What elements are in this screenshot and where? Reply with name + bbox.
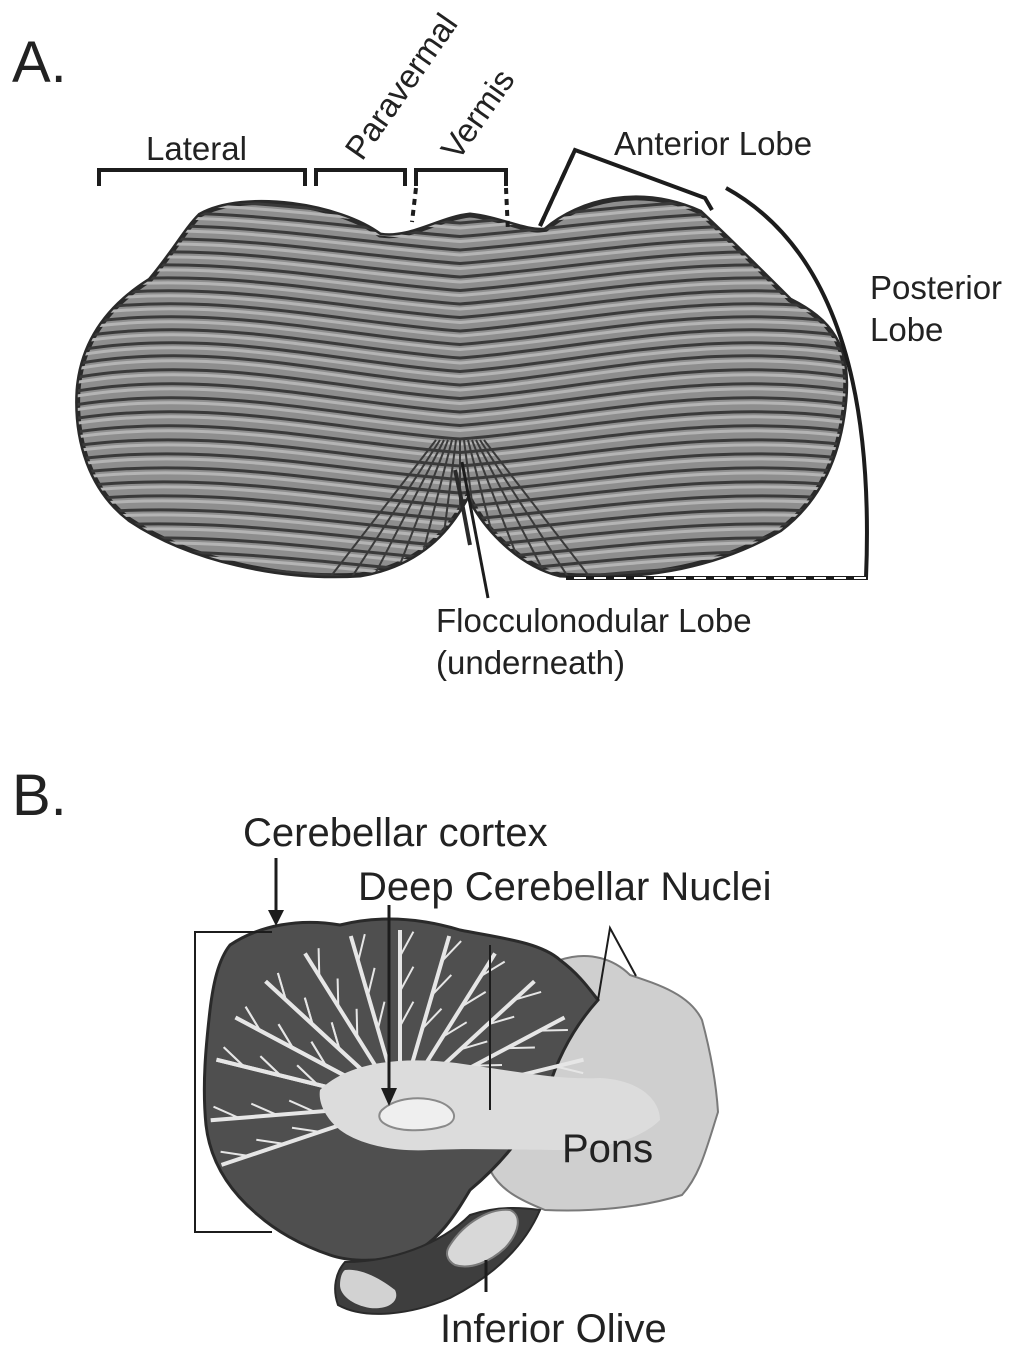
panel-a-letter: A. <box>12 30 67 95</box>
folium-highlight <box>60 557 870 579</box>
label-posterior-lobe-line2: Lobe <box>870 311 943 348</box>
label-inferior-olive: Inferior Olive <box>440 1307 667 1351</box>
arbor-twig <box>319 948 320 976</box>
label-flocculonodular-line1: Flocculonodular Lobe <box>436 602 752 639</box>
arbor-twig <box>338 979 339 1007</box>
arbor-twig <box>357 1009 358 1037</box>
paravermal-bracket <box>316 170 405 186</box>
label-anterior-lobe: Anterior Lobe <box>614 125 812 162</box>
label-posterior-lobe-line1: Posterior <box>870 269 1002 306</box>
vermis-dash-right <box>506 188 508 232</box>
arbor-twig <box>474 1065 502 1066</box>
label-deep-cerebellar-nuclei: Deep Cerebellar Nuclei <box>358 865 772 909</box>
deep-nuclei-shape <box>379 1098 454 1130</box>
vermis-dash-left <box>412 188 416 222</box>
cerebellum-dorsal-illustration <box>60 198 870 593</box>
lateral-bracket <box>99 170 305 186</box>
label-pons: Pons <box>562 1127 653 1171</box>
label-flocculonodular-line2: (underneath) <box>436 644 625 681</box>
folium-line <box>60 552 870 574</box>
arbor-twig <box>507 1048 535 1049</box>
label-cerebellar-cortex: Cerebellar cortex <box>243 811 548 855</box>
vermis-bracket <box>416 170 506 186</box>
label-lateral: Lateral <box>146 130 247 167</box>
cerebellum-sagittal-illustration <box>204 919 718 1314</box>
label-vermis: Vermis <box>433 62 521 166</box>
arbor-twig <box>540 1030 568 1031</box>
panel-b-letter: B. <box>12 763 67 828</box>
folium-highlight <box>60 571 870 593</box>
